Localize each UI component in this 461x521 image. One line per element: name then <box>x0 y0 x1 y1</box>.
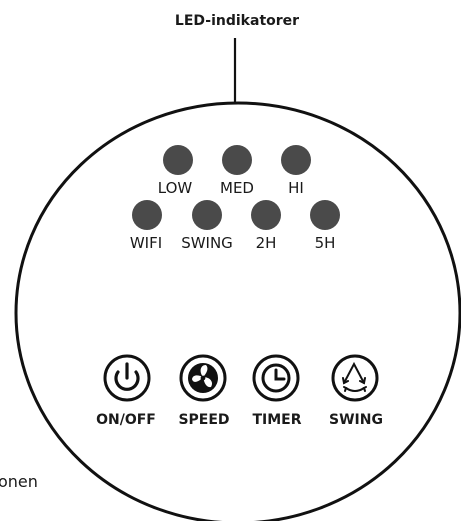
led-low <box>163 145 193 175</box>
swing-arrows-icon <box>342 361 367 392</box>
speed-button-label: SPEED <box>178 412 229 428</box>
led-low-label: LOW <box>158 179 193 197</box>
led-swing-label: SWING <box>181 234 233 252</box>
led-wifi <box>132 200 162 230</box>
led-med-label: MED <box>220 179 254 197</box>
led-5h-label: 5H <box>315 234 336 252</box>
clock-icon <box>261 363 291 393</box>
led-2h-label: 2H <box>256 234 277 252</box>
power-icon <box>114 362 140 391</box>
power-button[interactable] <box>103 354 151 402</box>
speed-led-row: LOW MED HI <box>158 145 311 197</box>
led-hi-label: HI <box>288 179 304 197</box>
speed-button[interactable] <box>179 354 227 402</box>
swing-button-label: SWING <box>329 412 383 428</box>
edge-text: onen <box>0 472 38 491</box>
led-swing <box>192 200 222 230</box>
timer-button[interactable] <box>252 354 300 402</box>
led-hi <box>281 145 311 175</box>
led-wifi-label: WIFI <box>130 234 162 252</box>
swing-button[interactable] <box>331 354 379 402</box>
power-button-label: ON/OFF <box>96 412 156 428</box>
led-5h <box>310 200 340 230</box>
timer-button-label: TIMER <box>252 412 301 428</box>
fan-icon <box>188 363 218 393</box>
control-panel-outline <box>14 101 461 521</box>
led-indicators-callout-label: LED-indikatorer <box>175 13 299 29</box>
status-led-row: WIFI SWING 2H 5H <box>130 200 340 252</box>
led-2h <box>251 200 281 230</box>
led-med <box>222 145 252 175</box>
